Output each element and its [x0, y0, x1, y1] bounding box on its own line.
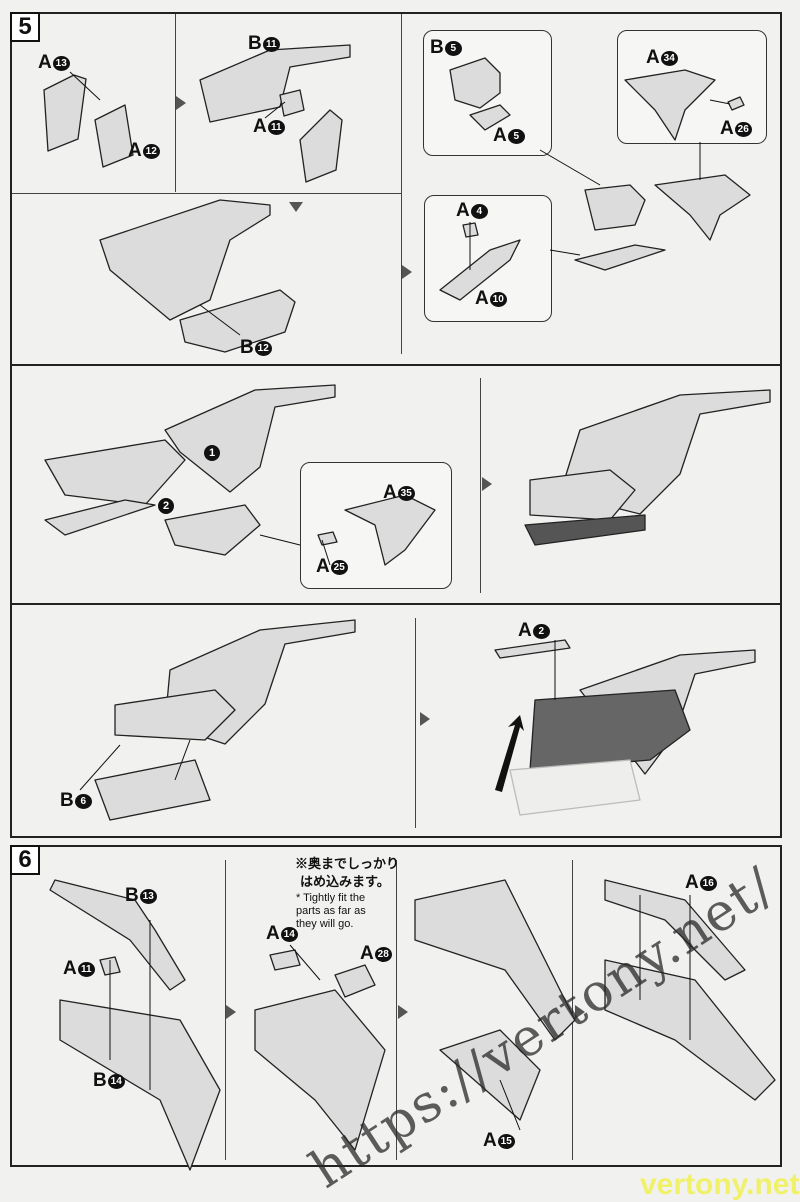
part-a34	[624, 69, 716, 141]
section-6-frame	[10, 845, 782, 1167]
part-a10	[439, 239, 521, 301]
flow-arrow	[176, 96, 186, 110]
note-jp-line2: はめ込みます。	[300, 874, 390, 889]
order-mark-1: 1	[204, 445, 220, 461]
watermark-footer: vertony.net	[640, 1168, 800, 1201]
part-b14	[59, 999, 221, 1171]
divider	[396, 860, 397, 1160]
divider	[401, 14, 402, 354]
flow-arrow	[226, 1005, 236, 1019]
divider	[415, 618, 416, 828]
part-b12	[179, 289, 296, 353]
flow-arrow	[402, 265, 412, 279]
part-a35	[344, 494, 436, 566]
divider	[572, 860, 573, 1160]
part-b13	[49, 879, 186, 991]
part-a13	[43, 74, 87, 152]
order-mark-2: 2	[158, 498, 174, 514]
flow-arrow	[482, 477, 492, 491]
part-a2	[494, 639, 571, 659]
part-a5	[469, 104, 511, 131]
divider	[12, 364, 780, 366]
part-b6	[94, 759, 211, 821]
flow-arrow	[575, 1005, 585, 1019]
part-highlighted	[529, 689, 691, 771]
push-arrow	[495, 715, 524, 792]
step-number-5: 5	[10, 12, 40, 42]
flow-arrow	[398, 1005, 408, 1019]
part-a28	[334, 964, 376, 998]
flow-arrow	[420, 712, 430, 726]
note-jp-line1: ※奥までしっかり	[295, 856, 400, 871]
note-en: * Tightly fit the parts as far as they w…	[296, 892, 366, 930]
flow-arrow	[289, 202, 303, 212]
part-a26	[727, 96, 745, 111]
part-b11	[199, 44, 351, 123]
divider	[175, 14, 176, 192]
part-assembly-1	[99, 199, 271, 321]
part-a14	[269, 949, 301, 971]
part-a25	[317, 531, 338, 546]
step-number-6: 6	[10, 845, 40, 875]
divider	[12, 193, 402, 194]
part-a12	[94, 104, 134, 168]
divider	[480, 378, 481, 593]
part-a11	[279, 89, 305, 117]
section-5-frame	[10, 12, 782, 838]
part-b5	[449, 57, 501, 109]
divider	[12, 603, 780, 605]
divider	[225, 860, 226, 1160]
